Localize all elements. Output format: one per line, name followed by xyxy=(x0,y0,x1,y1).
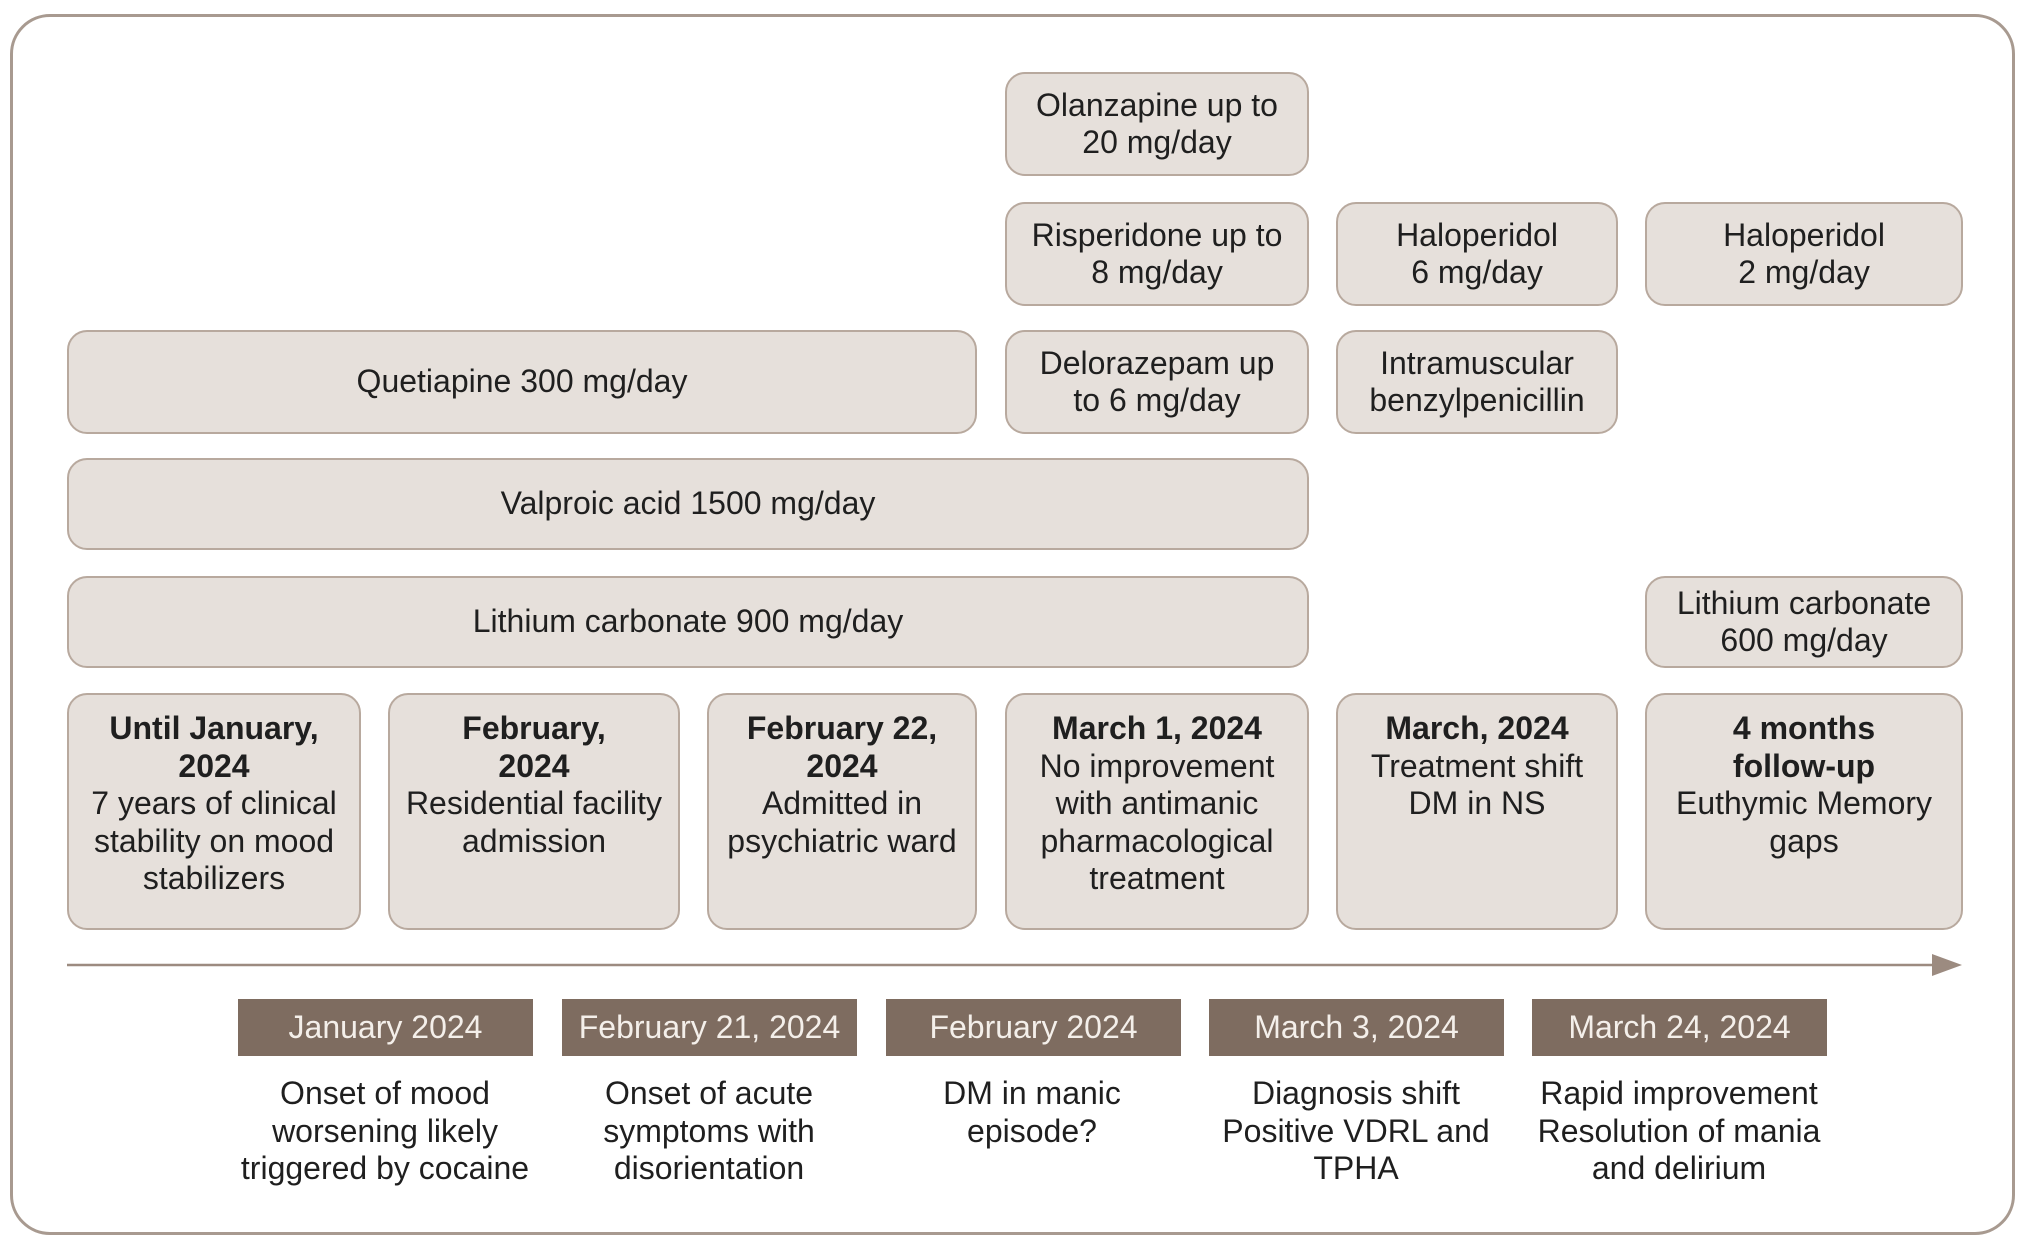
olanzapine-box: Olanzapine up to 20 mg/day xyxy=(1005,72,1309,176)
treatment-label-line: 6 mg/day xyxy=(1411,254,1543,290)
timeline-arrow-head xyxy=(1932,954,1962,976)
phase-box: March, 2024 Treatment shift DM in NS xyxy=(1336,693,1618,930)
milestone-description-line: Diagnosis shift xyxy=(1251,1075,1461,1111)
delorazepam-box: Delorazepam up to 6 mg/day xyxy=(1005,330,1309,434)
valproic-acid-box: Valproic acid 1500 mg/day xyxy=(67,458,1309,550)
treatment-label-line: 8 mg/day xyxy=(1091,254,1223,290)
benzylpenicillin-box: Intramuscular benzylpenicillin xyxy=(1336,330,1618,434)
lithium-900mg-box: Lithium carbonate 900 mg/day xyxy=(67,576,1309,668)
phase-title-line: March 1, 2024 xyxy=(1052,710,1262,746)
phase-body-line: admission xyxy=(461,822,607,859)
treatment-label-line: Haloperidol xyxy=(1396,216,1558,253)
milestone-date: February 21, 2024 xyxy=(562,999,857,1056)
treatment-label-line: Lithium carbonate 900 mg/day xyxy=(472,603,904,640)
milestone-description: Onset of acute symptoms with disorientat… xyxy=(529,1075,889,1188)
treatment-label-line: Valproic acid 1500 mg/day xyxy=(500,485,876,522)
milestone-date: March 24, 2024 xyxy=(1532,999,1827,1056)
treatment-label-line: Delorazepam up xyxy=(1039,344,1275,381)
phase-body-line: treatment xyxy=(1089,860,1225,896)
phase-body-line: pharmacological xyxy=(1040,822,1274,859)
phase-box: 4 months follow-up Euthymic Memory gaps xyxy=(1645,693,1963,930)
milestone-description-line: Positive VDRL and xyxy=(1222,1112,1490,1149)
phase-title-line: February 22, xyxy=(746,710,938,746)
treatment-label-line: Lithium carbonate xyxy=(1676,584,1932,621)
phase-title-line: March, 2024 xyxy=(1385,710,1569,746)
milestone-description: DM in manic episode? xyxy=(852,1075,1212,1150)
phase-body-line: with antimanic xyxy=(1055,785,1259,821)
treatment-label-line: Olanzapine up to xyxy=(1036,86,1278,123)
treatment-label-line: benzylpenicillin xyxy=(1369,382,1585,418)
milestone-description-line: episode? xyxy=(967,1112,1097,1149)
haloperidol-6mg-box: Haloperidol 6 mg/day xyxy=(1336,202,1618,306)
phase-title-line: 2024 xyxy=(178,747,250,784)
treatment-label-line: Intramuscular xyxy=(1380,344,1574,381)
phase-title-line: follow-up xyxy=(1732,747,1876,784)
diagram-frame xyxy=(10,14,2015,1235)
milestone-description-line: worsening likely xyxy=(272,1112,498,1149)
milestone-date: February 2024 xyxy=(886,999,1181,1056)
milestone-description-line: Resolution of mania xyxy=(1537,1112,1821,1149)
phase-body-line: Treatment shift xyxy=(1370,747,1584,784)
milestone-description-line: symptoms with xyxy=(603,1112,815,1149)
lithium-600mg-box: Lithium carbonate 600 mg/day xyxy=(1645,576,1963,668)
milestone-description-line: Rapid improvement xyxy=(1540,1075,1818,1111)
treatment-label-line: Haloperidol xyxy=(1723,216,1885,253)
treatment-label-line: to 6 mg/day xyxy=(1073,382,1241,418)
phase-body-line: Admitted in xyxy=(761,785,923,821)
phase-title-line: 4 months xyxy=(1732,710,1876,746)
phase-title-line: February, xyxy=(462,710,606,746)
phase-box: February, 2024 Residential facility admi… xyxy=(388,693,680,930)
milestone-description-line: TPHA xyxy=(1313,1150,1399,1186)
milestone-description-line: and delirium xyxy=(1591,1150,1767,1186)
treatment-label-line: 20 mg/day xyxy=(1082,124,1232,160)
milestone-description: Onset of mood worsening likely triggered… xyxy=(205,1075,565,1188)
treatment-label-line: 600 mg/day xyxy=(1720,622,1888,658)
haloperidol-2mg-box: Haloperidol 2 mg/day xyxy=(1645,202,1963,306)
phase-body-line: DM in NS xyxy=(1408,785,1546,821)
treatment-label-line: 2 mg/day xyxy=(1738,254,1870,290)
milestone-description-line: Onset of mood xyxy=(280,1075,490,1111)
phase-title-line: Until January, xyxy=(109,710,319,746)
phase-body-line: Residential facility xyxy=(405,785,663,821)
phase-box: March 1, 2024 No improvement with antima… xyxy=(1005,693,1309,930)
milestone-date: January 2024 xyxy=(238,999,533,1056)
milestone-description-line: Onset of acute xyxy=(604,1075,814,1111)
phase-body-line: stability on mood xyxy=(93,822,335,859)
phase-body-line: stabilizers xyxy=(142,860,286,896)
milestone-description-line: triggered by cocaine xyxy=(240,1150,530,1186)
milestone-description-line: disorientation xyxy=(613,1150,805,1186)
phase-box: Until January, 2024 7 years of clinical … xyxy=(67,693,361,930)
risperidone-box: Risperidone up to 8 mg/day xyxy=(1005,202,1309,306)
quetiapine-box: Quetiapine 300 mg/day xyxy=(67,330,977,434)
treatment-label-line: Quetiapine 300 mg/day xyxy=(356,363,688,400)
milestone-description: Rapid improvement Resolution of mania an… xyxy=(1499,1075,1859,1188)
treatment-label-line: Risperidone up to xyxy=(1031,216,1283,253)
phase-title-line: 2024 xyxy=(806,747,878,784)
milestone-date: March 3, 2024 xyxy=(1209,999,1504,1056)
phase-body-line: psychiatric ward xyxy=(727,822,957,859)
milestone-description: Diagnosis shift Positive VDRL and TPHA xyxy=(1176,1075,1536,1188)
phase-body-line: gaps xyxy=(1769,822,1839,859)
phase-box: February 22, 2024 Admitted in psychiatri… xyxy=(707,693,977,930)
phase-body-line: 7 years of clinical xyxy=(91,785,337,821)
phase-body-line: No improvement xyxy=(1039,747,1275,784)
phase-title-line: 2024 xyxy=(498,747,570,784)
milestone-description-line: DM in manic xyxy=(943,1075,1121,1111)
timeline-arrow xyxy=(67,954,1962,976)
phase-body-line: Euthymic Memory xyxy=(1675,785,1933,821)
